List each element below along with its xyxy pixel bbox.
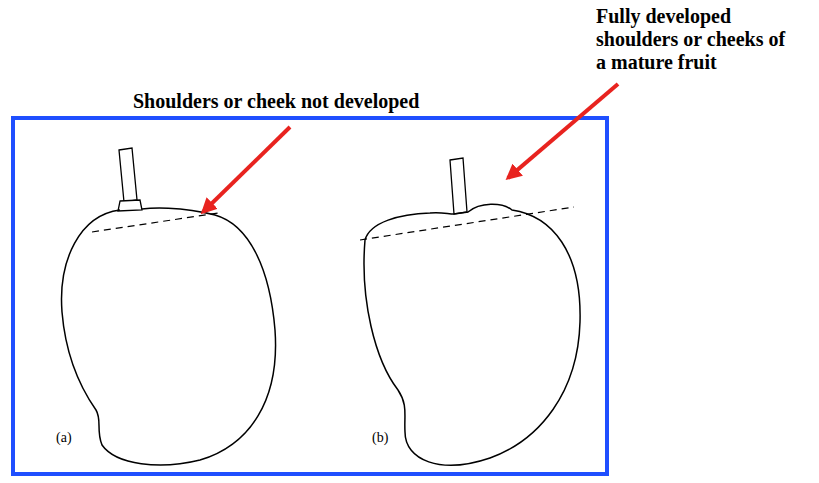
pointer-arrow [203, 127, 290, 212]
fruit-stem [119, 148, 137, 202]
shoulder-line [360, 207, 574, 240]
fruit-outline [62, 208, 276, 465]
figure-letter: (a) [56, 430, 72, 446]
pointer-arrow [508, 84, 618, 178]
shoulder-line [92, 213, 218, 232]
callout-text: Shoulders or cheek not developed [133, 90, 419, 113]
fruit-outline [364, 204, 580, 465]
figure-letter: (b) [372, 430, 388, 446]
fruit-stem [450, 158, 467, 214]
stem-base [118, 200, 142, 211]
callout-text: Fully developed shoulders or cheeks of a… [596, 5, 786, 74]
